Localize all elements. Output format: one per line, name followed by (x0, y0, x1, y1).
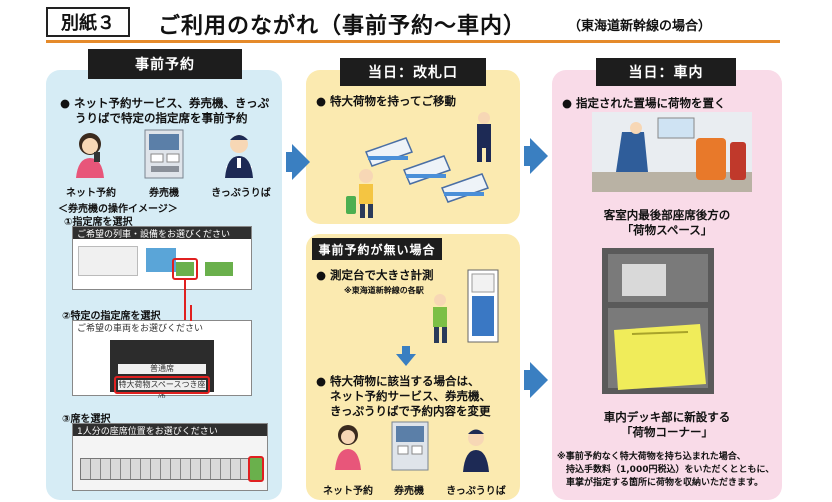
luggage-corner-illustration (602, 248, 714, 394)
screen-2-option-luggage: 特大荷物スペースつき座席 (118, 380, 206, 399)
measure-bullet: ● 測定台で大きさ計測 (316, 268, 434, 282)
luggage-space-caption-line1: 客室内最後部座席後方の (603, 208, 731, 222)
screen-1-green-seat-button (205, 262, 233, 276)
advance-icon-label-online: ネット予約 (66, 188, 116, 199)
advance-bullet-line2: うりばで特定の指定席を事前予約 (75, 111, 248, 125)
step-3-label: ③席を選択 (62, 414, 111, 425)
header-rule (46, 40, 780, 43)
no-res-icon-label-machine: 券売機 (394, 486, 424, 497)
screen-1-option (146, 248, 176, 272)
onboard-heading: 当日：車内 (596, 58, 736, 86)
screen-2-option-standard: 普通席 (118, 364, 206, 374)
down-arrow-stem (402, 346, 410, 356)
advance-heading: 事前予約 (88, 49, 242, 79)
highlight-connector (184, 280, 186, 326)
gate-bullet: ● 特大荷物を持ってご移動 (316, 94, 456, 108)
flow-arrow-stem-1 (286, 152, 294, 172)
advance-icon-label-counter: きっぷうりば (211, 188, 271, 199)
highlight-connector-2 (190, 305, 192, 321)
screen-1-train-info (78, 246, 138, 276)
step-2-label: ②特定の指定席を選択 (62, 311, 161, 322)
down-arrow-icon (396, 354, 416, 366)
screen-3-highlight (248, 456, 264, 482)
luggage-space-photo (592, 112, 752, 192)
change-bullet-line1: ● 特大荷物に該当する場合は、 (316, 374, 480, 388)
station-staff-icon (463, 429, 489, 472)
flow-arrow-stem-2 (524, 146, 532, 166)
fee-note-line3: 車掌が指定する箇所に荷物を収納いただきます。 (566, 478, 764, 488)
ticket-machine-icon (144, 129, 184, 179)
no-reservation-heading: 事前予約が無い場合 (312, 238, 442, 260)
no-res-icon-label-counter: きっぷうりば (446, 486, 506, 497)
seat-map (80, 458, 252, 480)
page-title: ご利用のながれ（事前予約～車内） (158, 14, 527, 39)
onboard-bullet: ● 指定された置場に荷物を置く (562, 96, 726, 110)
luggage-corner-caption-line1: 車内デッキ部に新設する (603, 410, 731, 424)
smartphone-user-icon (76, 133, 104, 178)
measuring-stand-illustration (433, 269, 499, 343)
flow-arrow-icon (530, 138, 548, 174)
gate-heading: 当日：改札口 (340, 58, 486, 86)
attachment-tag: 別紙３ (46, 7, 130, 37)
screen-2-bar: ご希望の車両をお選びください (73, 321, 251, 334)
advance-bullet-line1: ● ネット予約サービス、券売機、きっぷ (60, 96, 270, 110)
advance-icon-label-machine: 券売機 (149, 188, 179, 199)
change-bullet-line3: きっぷうりばで予約内容を変更 (330, 404, 491, 418)
flow-arrow-stem-3 (524, 370, 532, 390)
screen-1-bar: ご希望の列車・設備をお選びください (73, 227, 251, 240)
page-subtitle: （東海道新幹線の場合） (568, 19, 712, 34)
station-staff-icon (225, 135, 253, 178)
operation-title: ＜券売機の操作イメージ＞ (58, 204, 178, 215)
luggage-corner-caption-line2: 「荷物コーナー」 (621, 425, 713, 439)
screen-2-highlight (114, 376, 210, 394)
no-res-icon-label-online: ネット予約 (323, 486, 373, 497)
ticket-machine-icon (391, 421, 429, 471)
step-1-label: ①指定席を選択 (64, 217, 133, 228)
screen-1-reserved-seat-button (176, 262, 194, 276)
screen-3-bar: 1人分の座席位置をお選びください (73, 424, 267, 437)
measure-note: ※東海道新幹線の各駅 (344, 286, 424, 295)
screen-1-highlight (172, 258, 198, 280)
luggage-space-caption-line2: 「荷物スペース」 (621, 223, 713, 237)
ticket-gate-illustration (346, 112, 491, 218)
change-bullet-line2: ネット予約サービス、券売機、 (330, 389, 491, 403)
flow-arrow-icon (292, 144, 310, 180)
fee-note-line2: 持込手数料（1,000円税込）をいただくとともに、 (566, 465, 775, 475)
flow-arrow-icon (530, 362, 548, 398)
smartphone-user-icon (335, 425, 361, 470)
fee-note-line1: ※事前予約なく特大荷物を持ち込まれた場合、 (557, 452, 746, 462)
